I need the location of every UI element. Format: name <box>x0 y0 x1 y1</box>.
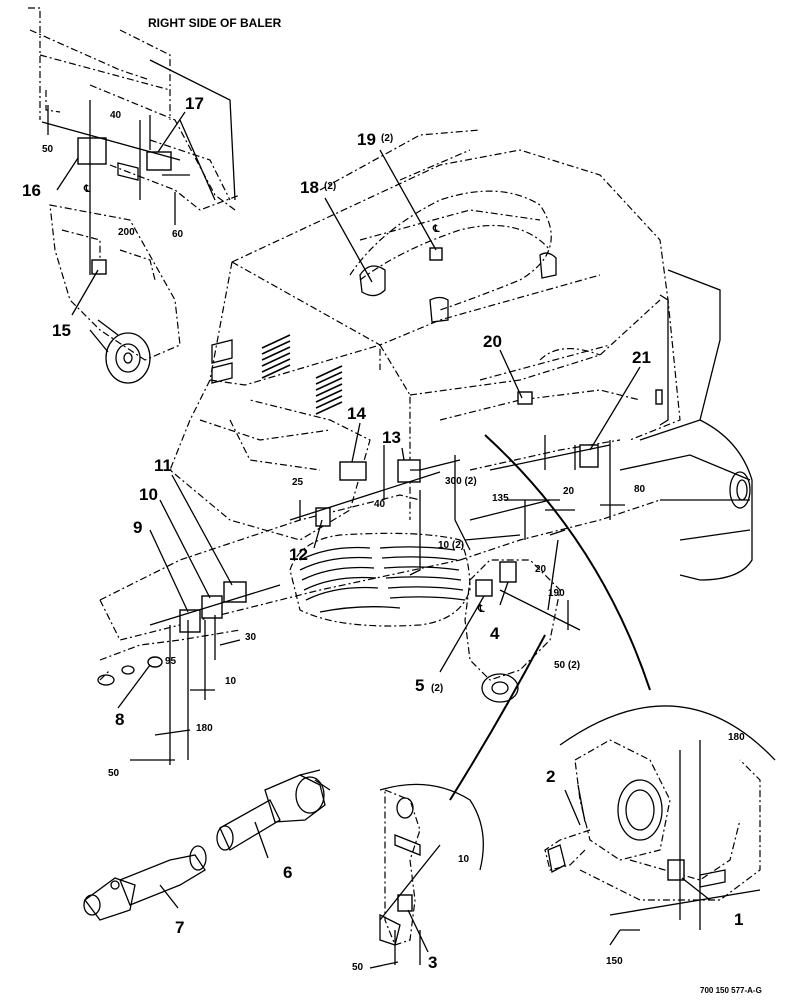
callout-6: 6 <box>283 863 292 882</box>
dim-50-2: 50 (2) <box>554 660 580 671</box>
dim-25: 25 <box>292 477 304 488</box>
centerline-symbol: ℄ <box>432 224 440 235</box>
dim-180-a: 180 <box>196 723 213 734</box>
dim-135: 135 <box>492 493 509 504</box>
main-decals <box>147 247 599 668</box>
driveline-parts <box>83 769 331 921</box>
callout-14: 14 <box>347 404 366 423</box>
dimension-lines <box>130 435 625 765</box>
decal-3 <box>397 894 413 912</box>
dim-80: 80 <box>634 484 646 495</box>
callout-9: 9 <box>133 518 142 537</box>
dim-20-a: 20 <box>563 486 575 497</box>
detail-inset-bracket <box>369 789 441 969</box>
detail-inset-gearbox <box>544 739 761 946</box>
callout-13: 13 <box>382 428 401 447</box>
centerline-symbols: ℄ ℄ ℄ <box>83 184 485 615</box>
vent-louvers-2 <box>315 365 343 415</box>
decal-13 <box>397 459 421 483</box>
dim-10-2: 10 (2) <box>438 540 464 551</box>
callout-5-qty: (2) <box>431 683 443 694</box>
callout-4: 4 <box>490 624 500 643</box>
centerline-symbol: ℄ <box>477 604 485 615</box>
dim-300: 300 (2) <box>445 476 477 487</box>
decal-16 <box>77 137 107 165</box>
decal-15 <box>91 259 107 275</box>
callout-12: 12 <box>289 545 308 564</box>
dim-190: 190 <box>548 588 565 599</box>
vent-louvers-1 <box>261 334 291 379</box>
dim-180-b: 180 <box>728 732 745 743</box>
decal-18 <box>359 265 386 297</box>
dim-50-c: 50 <box>352 962 364 973</box>
callout-5: 5 <box>415 676 424 695</box>
decal-10 <box>201 595 223 619</box>
dim-50-top: 50 <box>42 144 54 155</box>
dim-150: 150 <box>606 956 623 967</box>
upper-left-inset <box>28 7 241 384</box>
callout-8: 8 <box>115 710 124 729</box>
decal-12 <box>315 507 331 527</box>
decal-20 <box>517 391 533 405</box>
dim-10-b: 10 <box>458 854 470 865</box>
diagram-title: RIGHT SIDE OF BALER <box>148 16 282 30</box>
callout-20: 20 <box>483 332 502 351</box>
dim-60: 60 <box>172 229 184 240</box>
callout-2: 2 <box>546 767 555 786</box>
pickup-tines <box>299 546 466 613</box>
callout-21: 21 <box>632 348 651 367</box>
decal-4 <box>499 561 517 583</box>
connector-arc-2 <box>449 634 546 801</box>
callout-15: 15 <box>52 321 71 340</box>
callouts: 1 2 3 4 5 (2) 6 7 8 9 10 11 12 13 14 15 … <box>22 94 743 972</box>
decal-14 <box>339 461 367 481</box>
centerline-symbol: ℄ <box>83 184 91 195</box>
callout-17: 17 <box>185 94 204 113</box>
dim-20-b: 20 <box>535 564 547 575</box>
callout-19: 19 <box>357 130 376 149</box>
callout-7: 7 <box>175 918 184 937</box>
connector-arc-1 <box>484 434 651 691</box>
dim-40-mid: 40 <box>374 499 386 510</box>
dim-200: 200 <box>118 227 135 238</box>
callout-11: 11 <box>154 456 172 475</box>
dim-30: 30 <box>245 632 257 643</box>
dimension-labels: 40 50 60 200 25 40 300 (2) 135 20 80 10 … <box>42 110 745 973</box>
dim-10-a: 10 <box>225 676 237 687</box>
callout-10: 10 <box>139 485 158 504</box>
callout-3: 3 <box>428 953 437 972</box>
decal-8 <box>147 656 163 668</box>
decal-1 <box>667 859 685 881</box>
decal-19 <box>429 247 443 261</box>
callout-1: 1 <box>734 910 743 929</box>
decal-9 <box>179 609 201 633</box>
callout-18: 18 <box>300 178 319 197</box>
callout-16: 16 <box>22 181 41 200</box>
leader-lines <box>56 111 711 953</box>
dim-95: 95 <box>165 656 177 667</box>
dim-40-top: 40 <box>110 110 122 121</box>
decal-5 <box>475 579 493 597</box>
callout-18-qty: (2) <box>324 181 336 192</box>
drawing-reference-number: 700 150 577-A-G <box>700 986 762 995</box>
callout-19-qty: (2) <box>381 133 393 144</box>
dim-50-b: 50 <box>108 768 120 779</box>
